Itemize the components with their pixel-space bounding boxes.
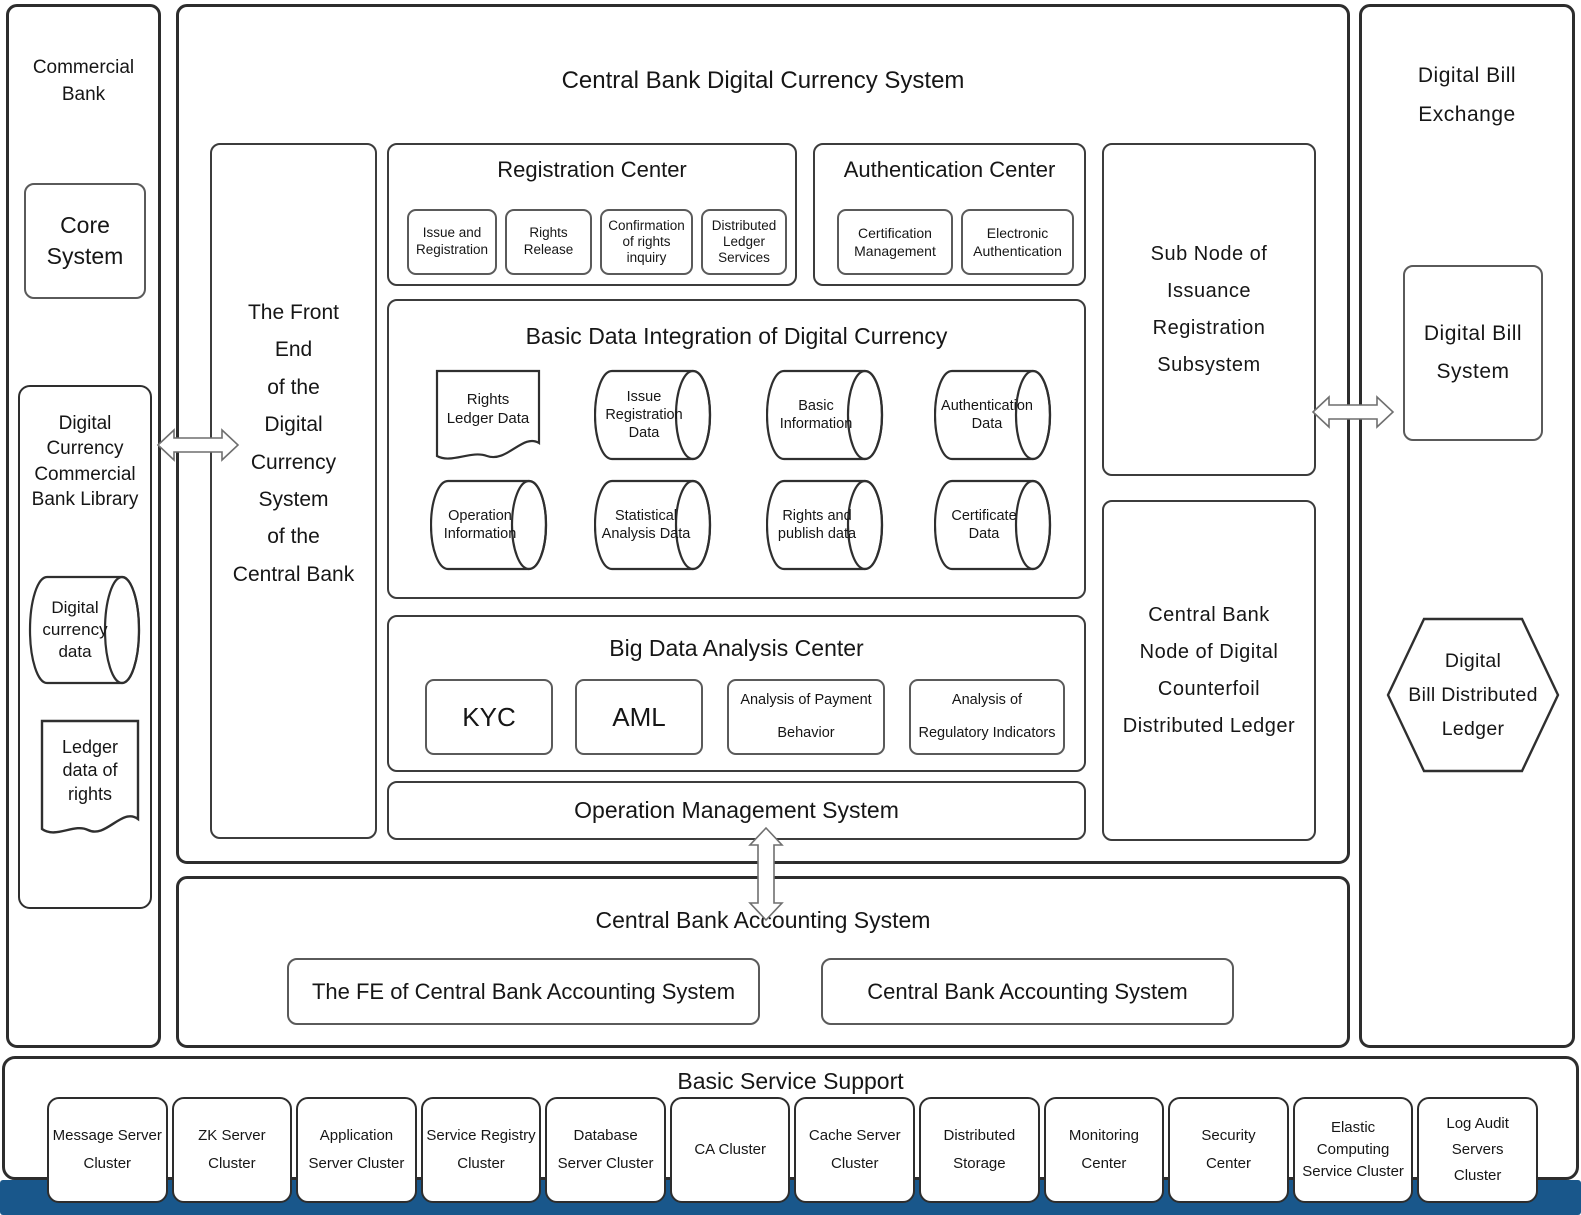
cluster-box: Distributed Storage	[919, 1097, 1040, 1203]
digital-bill-ledger-hexagon: Digital Bill Distributed Ledger	[1386, 617, 1560, 773]
cylinder-icon	[594, 479, 712, 571]
authentication-center-title: Authentication Center	[843, 157, 1056, 182]
document-label: Rights Ledger Data	[446, 390, 530, 428]
bill-exchange-title: Digital Bill Exchange	[1417, 64, 1517, 126]
basic-service-title: Basic Service Support	[677, 1068, 904, 1094]
accounting-fe-box: The FE of Central Bank Accounting System	[287, 958, 760, 1025]
cluster-box: CA Cluster	[669, 1097, 791, 1203]
document-icon	[40, 719, 140, 834]
cluster-box: Cache Server Cluster	[794, 1097, 916, 1203]
core-system-box: Core System	[24, 183, 146, 299]
cylinder-label: Issue Registration Data	[605, 388, 683, 442]
digital-currency-library-box: Digital Currency Commercial Bank Library…	[18, 385, 152, 909]
cbdc-system-title: Central Bank Digital Currency System	[561, 67, 965, 94]
document-label: Ledger data of rights	[61, 736, 119, 804]
ledger-data-document: Ledger data of rights	[40, 719, 140, 837]
statistical-analysis-cylinder: Statistical Analysis Data	[594, 479, 712, 571]
bank-frontend-exchange-arrow	[156, 425, 240, 465]
hexagon-icon	[1386, 617, 1560, 773]
cluster-box: Service Registry Cluster	[420, 1097, 542, 1203]
hexagon-label: Digital Bill Distributed Ledger	[1408, 649, 1538, 741]
digital-currency-data-cylinder: Digital currency data	[28, 575, 142, 685]
authentication-item: Certification Management	[837, 209, 953, 275]
cylinder-icon	[430, 479, 548, 571]
cylinder-icon	[766, 369, 884, 461]
cylinder-label: Authentication Data	[941, 397, 1033, 432]
rights-publish-data-cylinder: Rights and publish data	[766, 479, 884, 571]
library-title: Digital Currency Commercial Bank Library	[31, 413, 139, 510]
registration-center-section: Registration Center Issue and Registrati…	[387, 143, 797, 286]
kyc-box: KYC	[425, 679, 553, 755]
operation-information-cylinder: Operation Information	[430, 479, 548, 571]
basic-data-section: Basic Data Integration of Digital Curren…	[387, 299, 1086, 599]
cylinder-icon	[934, 369, 1052, 461]
regulatory-indicators-analysis-box: Analysis of Regulatory Indicators	[909, 679, 1065, 755]
cluster-box: Monitoring Center	[1043, 1097, 1165, 1203]
commercial-bank-panel: Commercial Bank Core System Digital Curr…	[6, 4, 161, 1048]
digital-bill-system-box: Digital Bill System	[1403, 265, 1543, 441]
document-icon	[435, 369, 541, 460]
registration-item: Issue and Registration	[407, 209, 497, 275]
front-end-box: The Front End of the Digital Currency Sy…	[210, 143, 377, 839]
cluster-box: Security Center	[1168, 1097, 1289, 1203]
cylinder-label: Digital currency data	[42, 597, 108, 662]
big-data-section: Big Data Analysis Center KYC AML Analysi…	[387, 615, 1086, 772]
operation-management-bar: Operation Management System	[387, 781, 1086, 840]
bill-exchange-panel: Digital Bill Exchange Digital Bill Syste…	[1359, 4, 1575, 1048]
sub-node-box: Sub Node of Issuance Registration Subsys…	[1102, 143, 1316, 476]
accounting-system-box: Central Bank Accounting System	[821, 958, 1234, 1025]
cylinder-label: Operation Information	[443, 507, 517, 542]
cylinder-icon	[934, 479, 1052, 571]
authentication-data-cylinder: Authentication Data	[934, 369, 1052, 461]
commercial-bank-title: Commercial Bank	[32, 57, 135, 105]
cluster-box: ZK Server Cluster	[171, 1097, 293, 1203]
basic-data-title: Basic Data Integration of Digital Curren…	[525, 323, 948, 349]
registration-item: Rights Release	[505, 209, 592, 275]
operation-accounting-exchange-arrow	[747, 826, 785, 922]
subnode-billsystem-exchange-arrow	[1311, 392, 1395, 432]
double-arrow-icon	[156, 428, 240, 462]
cluster-row: Message Server Cluster ZK Server Cluster…	[47, 1097, 1538, 1203]
rights-ledger-document: Rights Ledger Data	[435, 369, 541, 461]
cylinder-label: Rights and publish data	[777, 507, 857, 542]
cluster-box: Log Audit Servers Cluster	[1417, 1097, 1538, 1203]
payment-behavior-analysis-box: Analysis of Payment Behavior	[727, 679, 885, 755]
authentication-center-section: Authentication Center Certification Mana…	[813, 143, 1086, 286]
registration-item: Confirmation of rights inquiry	[600, 209, 693, 275]
cylinder-label: Basic Information	[779, 397, 853, 432]
cylinder-icon	[594, 369, 712, 461]
certificate-data-cylinder: Certificate Data	[934, 479, 1052, 571]
cylinder-icon	[766, 479, 884, 571]
cylinder-icon	[28, 575, 141, 685]
authentication-item: Electronic Authentication	[961, 209, 1074, 275]
issue-registration-data-cylinder: Issue Registration Data	[594, 369, 712, 461]
big-data-title: Big Data Analysis Center	[609, 635, 864, 661]
basic-information-cylinder: Basic Information	[766, 369, 884, 461]
cylinder-label: Statistical Analysis Data	[601, 507, 691, 542]
registration-center-title: Registration Center	[497, 157, 687, 182]
registration-item: Distributed Ledger Services	[701, 209, 787, 275]
double-arrow-icon	[1311, 395, 1395, 429]
cluster-box: Application Server Cluster	[296, 1097, 417, 1203]
central-node-box: Central Bank Node of Digital Counterfoil…	[1102, 500, 1316, 841]
accounting-panel: Central Bank Accounting System The FE of…	[176, 876, 1350, 1048]
double-arrow-vertical-icon	[748, 826, 784, 922]
cbdc-system-panel: Central Bank Digital Currency System The…	[176, 4, 1350, 864]
cylinder-label: Certificate Data	[951, 507, 1017, 542]
cluster-box: Elastic Computing Service Cluster	[1292, 1097, 1414, 1203]
cluster-box: Message Server Cluster	[47, 1097, 168, 1203]
aml-box: AML	[575, 679, 703, 755]
cluster-box: Database Server Cluster	[545, 1097, 666, 1203]
